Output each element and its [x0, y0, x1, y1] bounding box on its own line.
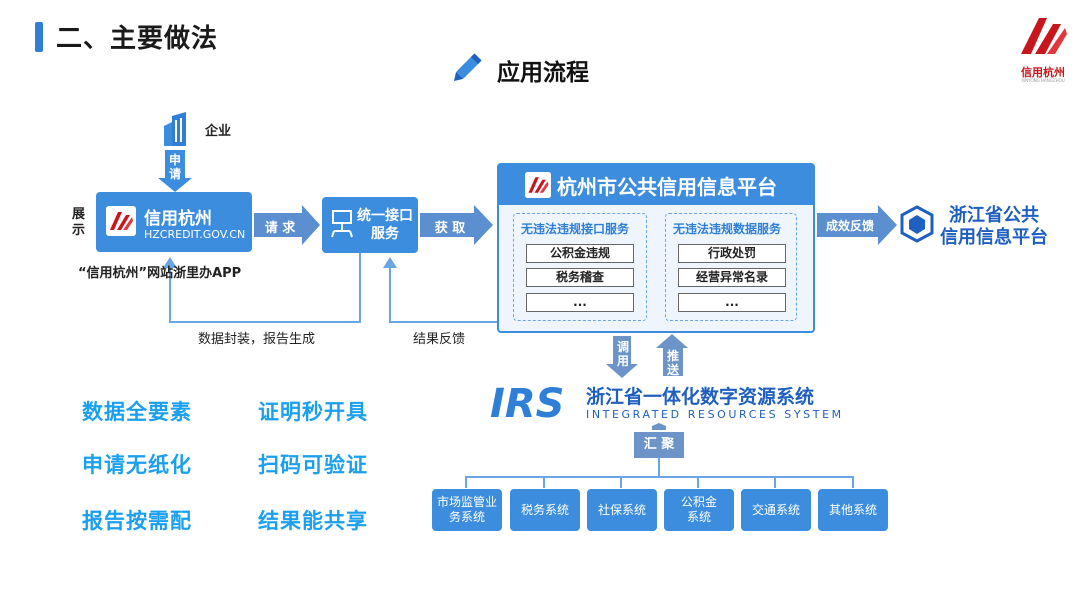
irs-logo: IRS — [490, 381, 565, 421]
apply-label: 申请 — [168, 153, 181, 181]
apply-arrow — [158, 150, 192, 192]
call-arrow — [606, 336, 638, 378]
display-label: 展示 — [72, 207, 86, 238]
system-box[interactable]: 交通系统 — [741, 489, 811, 531]
logo-subtext: XINYONG HANGZHOU — [1021, 78, 1065, 83]
feature-item: 数据全要素 — [82, 400, 192, 424]
zhejiang-line2: 信用信息平台 — [940, 227, 1048, 248]
irs-logo-icon: IRS — [490, 381, 565, 421]
converge-arrow — [652, 423, 666, 430]
feedback-arrow — [817, 205, 897, 245]
api-service-group: 无违法违规接口服务 公积金违规 税务稽查 ... — [513, 213, 647, 321]
pencil-icon — [453, 53, 482, 82]
xinyong-logo-icon — [1021, 18, 1067, 54]
system-box[interactable]: 公积金系统 — [664, 489, 734, 531]
list-item: 税务稽查 — [526, 268, 634, 287]
system-box[interactable]: 税务系统 — [510, 489, 580, 531]
xinyong-logo-icon — [525, 172, 551, 198]
hangzhou-platform: 杭州市公共信用信息平台 无违法违规接口服务 公积金违规 税务稽查 ... 无违法… — [497, 163, 815, 333]
zhejiang-line1: 浙江省公共 — [949, 205, 1039, 226]
request-label: 请 求 — [264, 221, 296, 236]
converge-label: 汇 聚 — [634, 432, 684, 458]
site-name: 信用杭州 — [144, 209, 212, 229]
feature-item: 结果能共享 — [258, 509, 368, 533]
data-service-title: 无违法违规数据服务 — [673, 222, 782, 236]
api-service-box[interactable]: 统一接口服务 — [322, 197, 418, 253]
feature-item: 扫码可验证 — [258, 453, 368, 477]
data-package-label: 数据封装，报告生成 — [198, 332, 316, 347]
irs-title: 浙江省一体化数字资源系统 — [586, 386, 815, 408]
feedback-label: 成效反馈 — [825, 219, 874, 233]
data-service-group: 无违法违规数据服务 行政处罚 经营异常名录 ... — [665, 213, 797, 321]
system-box[interactable]: 社保系统 — [587, 489, 657, 531]
system-box[interactable]: 其他系统 — [818, 489, 888, 531]
zhejiang-platform-label: 浙江省公共 信用信息平台 — [940, 205, 1048, 249]
xinyong-logo-icon — [106, 206, 136, 236]
list-item: 经营异常名录 — [678, 268, 786, 287]
brand-logo: 信用杭州 XINYONG HANGZHOU — [1017, 14, 1069, 86]
flow-subtitle: 应用流程 — [497, 60, 589, 86]
site-caption: “信用杭州”网站浙里办APP — [78, 266, 242, 281]
systems-bracket — [465, 476, 854, 488]
push-arrow — [656, 334, 688, 348]
package-line — [169, 253, 361, 323]
page-title: 二、主要做法 — [56, 24, 219, 54]
interface-icon — [331, 210, 353, 238]
result-feedback-label: 结果反馈 — [413, 332, 466, 347]
push-label: 推送 — [663, 346, 683, 377]
feature-item: 报告按需配 — [82, 509, 192, 533]
call-label: 调用 — [616, 340, 629, 368]
building-icon — [164, 112, 186, 146]
system-box[interactable]: 市场监管业务系统 — [432, 489, 502, 531]
api-service-title: 无违法违规接口服务 — [521, 222, 630, 236]
platform-header: 杭州市公共信用信息平台 — [499, 165, 813, 205]
feature-item: 证明秒开具 — [258, 400, 368, 424]
enterprise-label: 企业 — [205, 124, 232, 139]
logo-text: 信用杭州 — [1021, 66, 1065, 79]
site-box[interactable]: 信用杭州 HZCREDIT.GOV.CN — [96, 192, 252, 252]
zhejiang-emblem-icon — [900, 205, 934, 243]
title-accent-bar — [35, 22, 43, 52]
request-arrow — [254, 205, 320, 245]
list-item: 行政处罚 — [678, 244, 786, 263]
irs-subtitle: INTEGRATED RESOURCES SYSTEM — [586, 408, 844, 421]
list-item: ... — [678, 293, 786, 312]
list-item: ... — [526, 293, 634, 312]
api-service-label: 统一接口服务 — [357, 208, 413, 242]
site-url: HZCREDIT.GOV.CN — [144, 228, 246, 241]
fetch-label: 获 取 — [434, 221, 466, 236]
feature-item: 申请无纸化 — [82, 453, 192, 477]
platform-title: 杭州市公共信用信息平台 — [557, 175, 777, 199]
fetch-arrow — [420, 205, 493, 245]
list-item: 公积金违规 — [526, 244, 634, 263]
